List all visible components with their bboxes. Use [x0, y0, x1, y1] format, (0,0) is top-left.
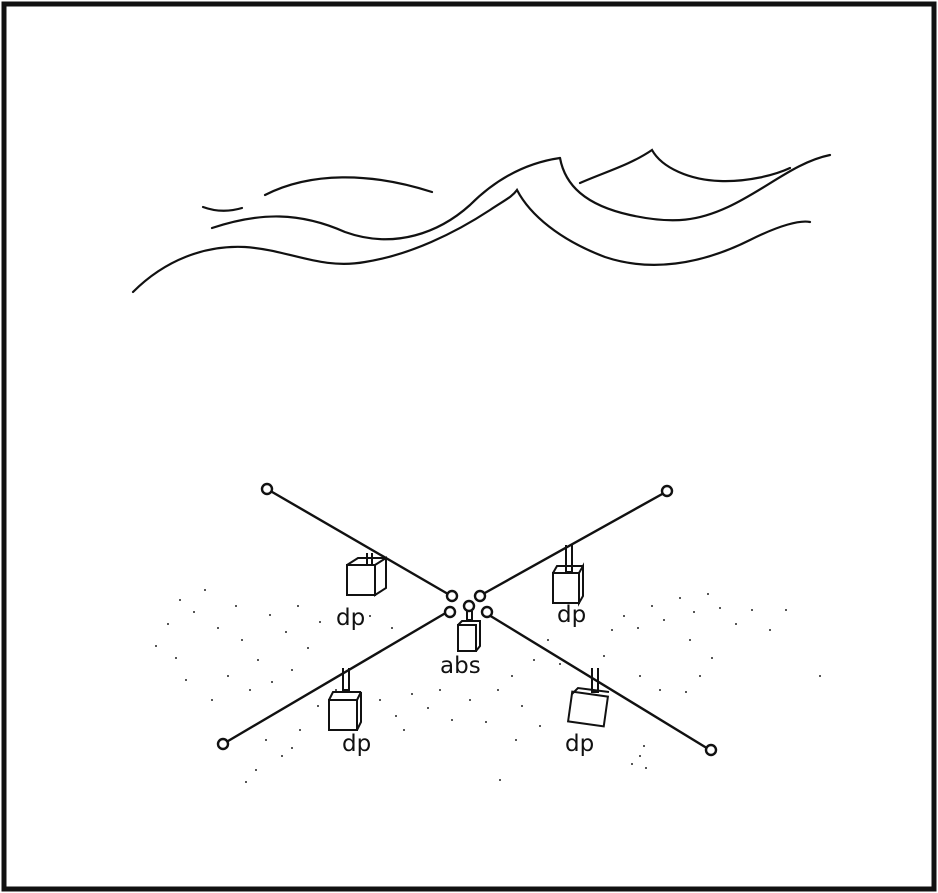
sensor-dp-bottom-left: [328, 668, 362, 731]
node-top-right-end: [660, 484, 674, 498]
sensor-dp-top-left: [346, 553, 387, 597]
sensor-abs-center: [457, 611, 481, 652]
line-bottom-left: [221, 609, 451, 746]
wave-line-middle: [210, 156, 562, 241]
wave-crest-main: [558, 153, 832, 222]
sea-surface-waves: [131, 148, 832, 294]
node-center-top-right: [473, 589, 487, 603]
label-abs-center: abs: [440, 653, 481, 679]
label-dp-top-left: dp: [336, 605, 365, 631]
seafloor-stipple: [155, 589, 821, 783]
line-top-right: [481, 491, 666, 596]
node-top-left-end: [260, 482, 274, 496]
node-bottom-left-end: [216, 737, 230, 751]
line-endpoint-nodes: [216, 482, 718, 757]
label-dp-bottom-left: dp: [342, 731, 371, 757]
node-center: [462, 599, 476, 613]
wave-crest-small: [578, 148, 792, 185]
sensor-dp-top-right: [552, 545, 584, 607]
sensor-dp-bottom-right: [566, 668, 610, 728]
line-top-left: [265, 487, 450, 596]
node-bottom-right-end: [704, 743, 718, 757]
wave-line-upper: [263, 176, 434, 197]
node-center-bottom-right: [480, 605, 494, 619]
wave-line-lower: [131, 187, 812, 294]
node-center-top-left: [445, 589, 459, 603]
node-center-bottom-left: [443, 605, 457, 619]
label-dp-top-right: dp: [557, 602, 586, 628]
label-dp-bottom-right: dp: [565, 731, 594, 757]
wave-line-short: [201, 205, 244, 212]
